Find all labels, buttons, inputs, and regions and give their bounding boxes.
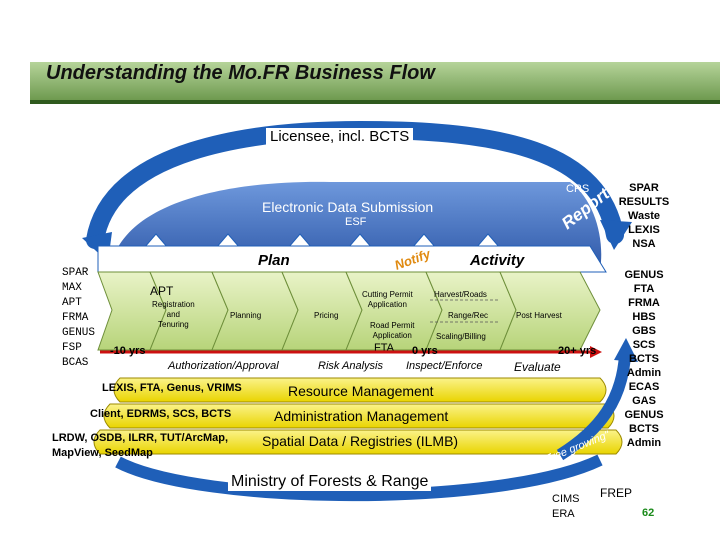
stage-range-rec: Range/Rec [448, 311, 489, 320]
layer-1-name: Resource Management [288, 383, 434, 399]
right-system: Waste [628, 210, 660, 222]
stage-planning: Planning [230, 311, 262, 320]
right-system: GENUS [624, 269, 664, 281]
stage-post-harvest: Post Harvest [516, 311, 562, 320]
phase-risk: Risk Analysis [318, 360, 383, 372]
right-system: RESULTS [618, 196, 670, 208]
right-system: Admin [626, 367, 662, 379]
title-banner [30, 62, 720, 104]
phase-auth: Authorization/Approval [168, 360, 279, 372]
left-system: MAX [62, 282, 82, 294]
right-system: HBS [632, 311, 656, 323]
left-system: APT [62, 297, 82, 309]
cims-era-label: CIMS ERA [552, 493, 580, 520]
right-system: GAS [632, 395, 656, 407]
left-system: SPAR [62, 267, 89, 279]
eds-label: Electronic Data Submission [262, 199, 434, 215]
left-system: BCAS [62, 357, 89, 369]
right-system: SPAR [629, 182, 659, 194]
right-system: ECAS [628, 381, 660, 393]
timeline-zero: 0 yrs [412, 345, 438, 357]
stage-cutting-permit: Cutting Permit Application [362, 290, 413, 309]
layer-2-systems: Client, EDRMS, SCS, BCTS [90, 408, 232, 420]
plan-label: Plan [258, 252, 290, 269]
esf-label: ESF [345, 216, 367, 228]
left-system: FSP [62, 342, 82, 354]
timeline-minus10: -10 yrs [110, 345, 146, 357]
right-system: LEXIS [628, 224, 660, 236]
layer-3-name: Spatial Data / Registries (ILMB) [262, 433, 459, 449]
timeline-plus20: 20+ yrs [558, 345, 597, 357]
right-system: NSA [632, 238, 656, 250]
right-system: FRMA [628, 297, 660, 309]
stage-pricing: Pricing [314, 311, 339, 320]
ministry-label: Ministry of Forests & Range [228, 473, 432, 491]
right-system: FTA [633, 283, 655, 295]
slide-title: Understanding the Mo.FR Business Flow [46, 62, 435, 84]
layer-3-systems: LRDW, OSDB, ILRR, TUT/ArcMap, MapView, S… [52, 432, 228, 459]
stage-road-permit: Road Permit Application [370, 321, 415, 340]
frep-label: FREP [600, 486, 633, 500]
stage-harvest-roads: Harvest/Roads [434, 290, 487, 299]
activity-label: Activity [470, 252, 525, 269]
layer-1-systems: LEXIS, FTA, Genus, VRIMS [102, 382, 242, 394]
licensee-label: Licensee, incl. BCTS [266, 128, 414, 145]
right-bottom-systems-list: GENUS FTA FRMA HBS GBS SCS BCTS Admin EC… [616, 268, 672, 450]
left-system: FRMA [62, 312, 89, 324]
right-system: SCS [632, 339, 656, 351]
right-system: BCTS [629, 423, 659, 435]
stage-scaling-billing: Scaling/Billing [436, 332, 486, 341]
stage-registration: Registration and Tenuring [152, 300, 195, 329]
left-system: GENUS [62, 327, 96, 339]
page-number: 62 [642, 507, 655, 519]
left-systems-list: SPAR MAX APT FRMA GENUS FSP BCAS [62, 266, 95, 371]
phase-evaluate: Evaluate [514, 360, 561, 374]
right-system: GBS [632, 325, 656, 337]
right-system: GENUS [624, 409, 664, 421]
crs-label: CRS [566, 183, 590, 195]
right-system: BCTS [629, 353, 659, 365]
right-top-systems-list: SPAR RESULTS Waste LEXIS NSA [616, 181, 672, 251]
stage-apt: APT [150, 284, 174, 298]
right-system: Admin [626, 437, 662, 449]
layer-2-name: Administration Management [274, 408, 449, 424]
phase-inspect: Inspect/Enforce [406, 360, 483, 372]
